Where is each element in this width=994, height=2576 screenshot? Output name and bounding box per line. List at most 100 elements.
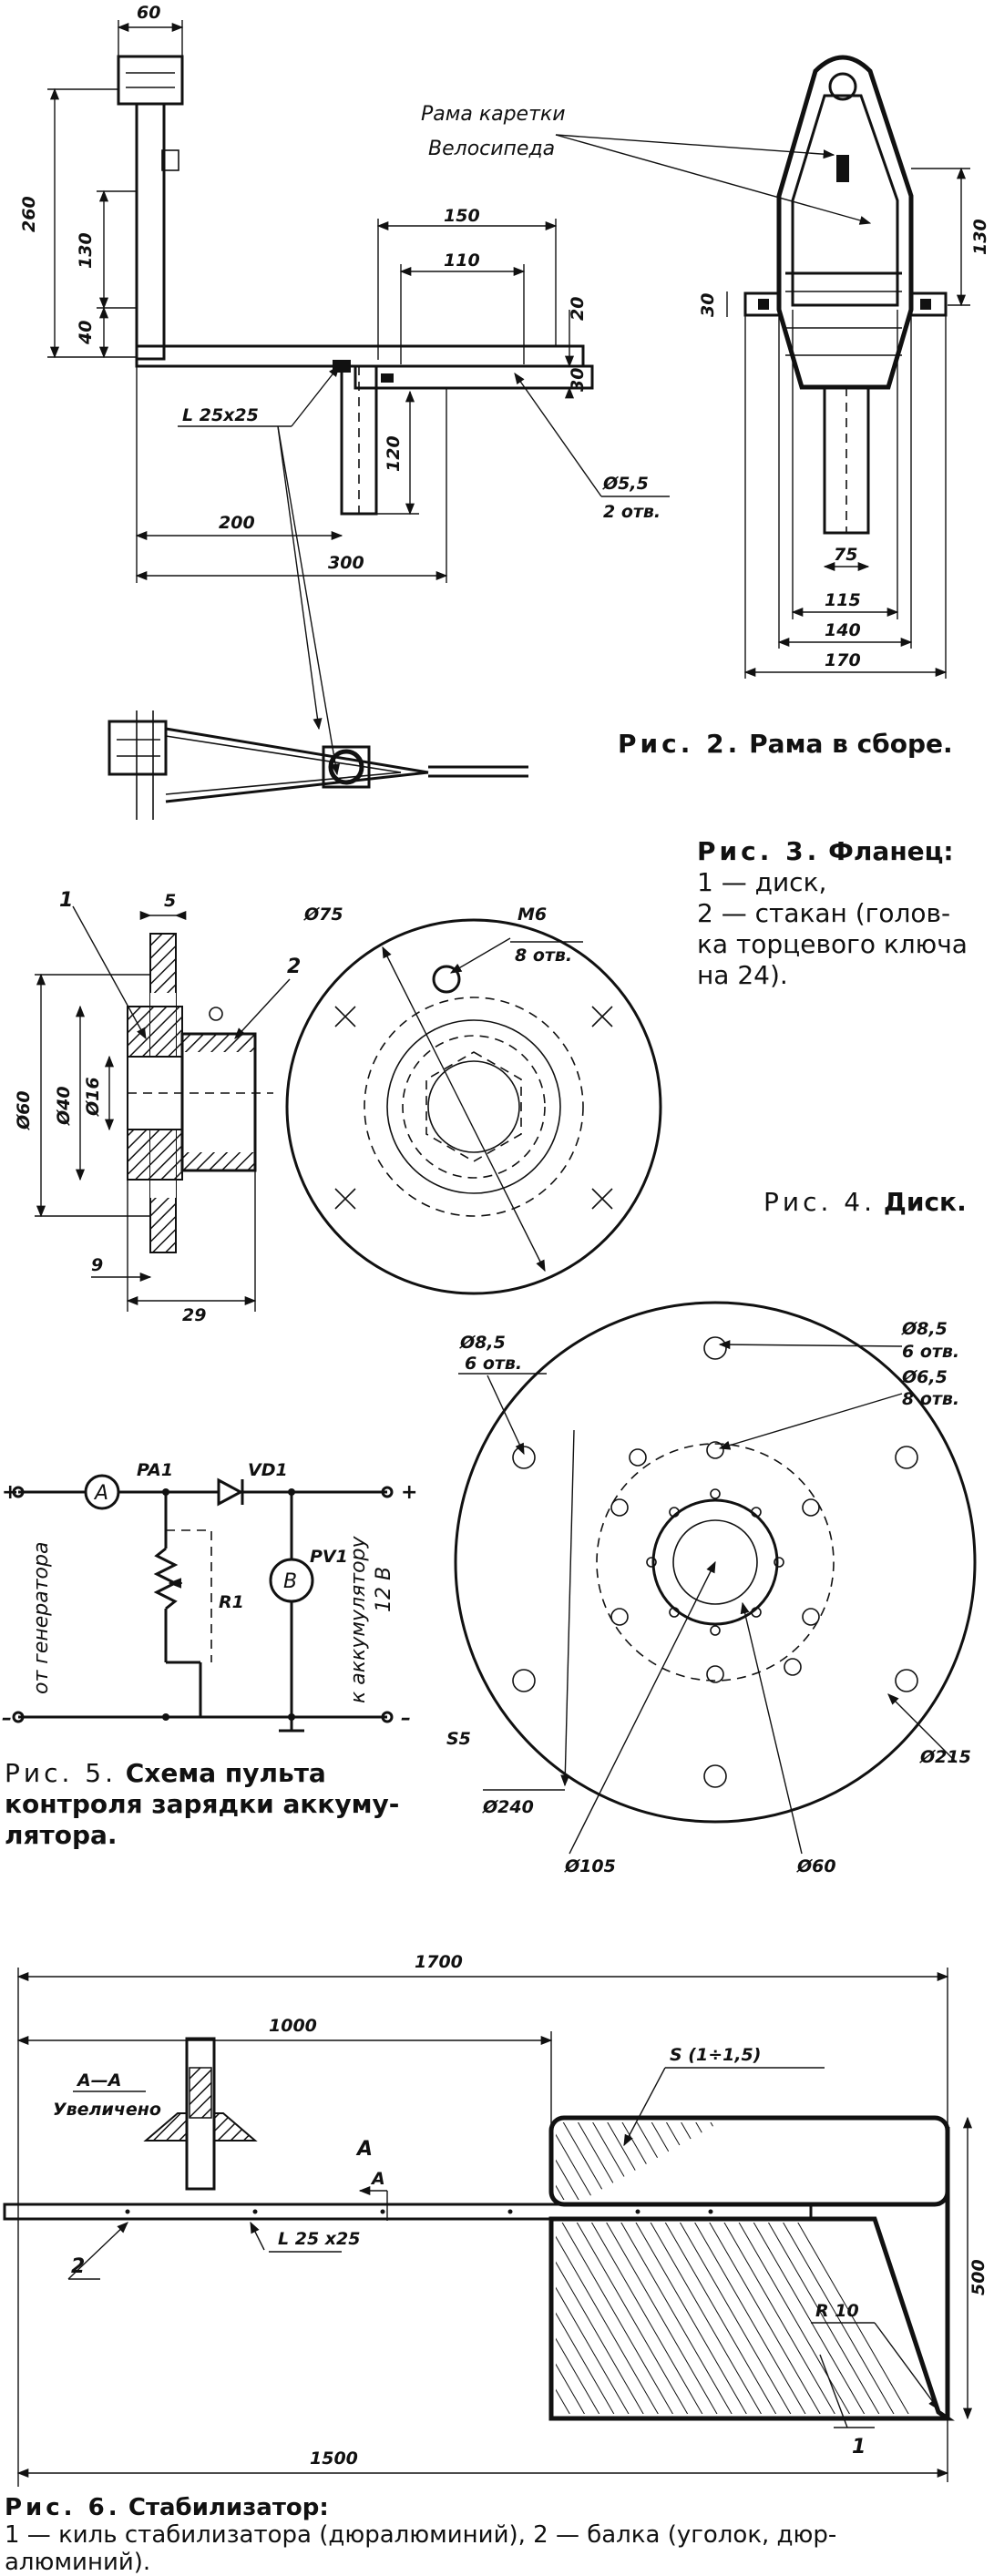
fig2-dim-300: 300 bbox=[328, 553, 364, 573]
fig3-dim-9: 9 bbox=[91, 1255, 103, 1275]
fig2-front-dim-170: 170 bbox=[825, 650, 861, 670]
fig5-pv1: PV1 bbox=[310, 1547, 348, 1567]
fig5-minus-left: – bbox=[2, 1707, 12, 1730]
fig3-dim-d75: Ø75 bbox=[303, 905, 343, 925]
fig3-caption-line: ка торцевого ключа bbox=[697, 929, 968, 959]
fig3-part-1: 1 bbox=[59, 889, 73, 912]
fig6-angle: L 25 x25 bbox=[278, 2229, 360, 2249]
fig2-angle-label: L 25x25 bbox=[182, 405, 259, 425]
fig2-top-block bbox=[117, 55, 184, 106]
fig2-dim-holes: 2 отв. bbox=[603, 502, 661, 522]
fig4-dim-s5: S5 bbox=[446, 1729, 471, 1749]
fig6-caption: Рис. 6. Стабилизатор: 1 — киль стабилиза… bbox=[5, 2494, 989, 2576]
fig2-frame-outline bbox=[776, 55, 914, 390]
fig6-fin-lower bbox=[548, 2216, 955, 2421]
fig5-plus-left: + bbox=[2, 1481, 18, 1504]
fig4-dim-d60: Ø60 bbox=[796, 1856, 836, 1876]
fig2-dim-120: 120 bbox=[384, 435, 404, 472]
fig2-top-view-block bbox=[108, 720, 168, 776]
fig3-caption-line: на 24). bbox=[697, 960, 788, 990]
fig4-dim-d65: Ø6,5 bbox=[901, 1367, 948, 1387]
fig2-dim-hole: Ø5,5 bbox=[602, 474, 649, 494]
fig2-dim-260: 260 bbox=[19, 196, 39, 232]
fig4-dim-holes6b: 6 отв. bbox=[902, 1342, 959, 1362]
fig6-a-label: A bbox=[355, 2138, 373, 2161]
fig5-pa1: PA1 bbox=[137, 1460, 173, 1480]
fig4-caption: Рис. 4. Диск. bbox=[763, 1187, 967, 1218]
fig2-front-view: 130 30 75 115 140 170 Рама каретки Велос… bbox=[421, 55, 990, 679]
fig3-dim-5: 5 bbox=[164, 891, 176, 911]
fig4-caption-prefix: Рис. 4. bbox=[763, 1187, 876, 1217]
fig2-dim-110: 110 bbox=[444, 250, 480, 271]
fig4-dim-d105: Ø105 bbox=[564, 1856, 616, 1876]
fig5-caption-line: лятора. bbox=[5, 1820, 118, 1850]
fig2-dim-20: 20 bbox=[568, 297, 588, 321]
fig6-caption-line: алюминий). bbox=[5, 2549, 151, 2576]
fig6-a-arrow-label: A bbox=[370, 2169, 385, 2189]
fig2-front-dim-140: 140 bbox=[825, 620, 861, 640]
fig6-section-label: A—A bbox=[76, 2070, 121, 2090]
fig3-caption: Рис. 3. Фланец: 1 — диск, 2 — стакан (го… bbox=[697, 836, 989, 991]
fig2-caption-prefix: Рис. 2. bbox=[618, 729, 742, 759]
fig3-dim-m6: M6 bbox=[517, 905, 547, 925]
fig5-to-battery: к аккумулятору bbox=[347, 1535, 370, 1703]
fig6-part-2: 2 bbox=[71, 2255, 85, 2278]
fig6-caption-prefix: Рис. 6. bbox=[5, 2494, 121, 2521]
fig6-stabilizer: 1700 1000 A—A Увеличено A 500 bbox=[3, 1952, 989, 2487]
fig3-caption-title: Фланец: bbox=[828, 836, 954, 866]
fig5-12v: 12 В bbox=[373, 1567, 395, 1612]
fig2-dim-130: 130 bbox=[76, 232, 96, 269]
fig3-dim-29: 29 bbox=[182, 1305, 206, 1325]
fig4-disk-outer bbox=[454, 1301, 977, 1824]
fig4-disk: Ø8,5 6 отв. Ø8,5 6 отв. Ø6,5 8 отв. S5 Ø… bbox=[446, 1301, 977, 1876]
fig3-dim-d40: Ø40 bbox=[54, 1086, 74, 1126]
fig2-front-dim-130: 130 bbox=[970, 219, 990, 255]
fig6-enlarged-label: Увеличено bbox=[53, 2100, 161, 2120]
fig3-caption-line: 2 — стакан (голов- bbox=[697, 898, 951, 928]
fig3-part-2: 2 bbox=[287, 956, 301, 978]
fig2-dim-200: 200 bbox=[219, 513, 255, 533]
fig6-thickness: S (1÷1,5) bbox=[670, 2045, 761, 2065]
fig5-voltmeter-label: B bbox=[283, 1570, 297, 1593]
fig5-circuit: A B PA1 VD1 PV1 R1 + – + – от генератора… bbox=[2, 1460, 417, 1733]
fig5-minus-right: – bbox=[401, 1707, 411, 1730]
fig4-dim-d85a: Ø8,5 bbox=[459, 1333, 506, 1353]
fig6-dim-1700: 1700 bbox=[415, 1952, 463, 1972]
fig6-caption-title: Стабилизатор: bbox=[128, 2494, 329, 2521]
fig5-caption: Рис. 5. Схема пульта контроля зарядки ак… bbox=[5, 1758, 415, 1851]
fig3-caption-line: 1 — диск, bbox=[697, 867, 827, 897]
fig5-caption-line: Схема пульта bbox=[125, 1758, 326, 1788]
fig2-dim-150: 150 bbox=[444, 206, 480, 226]
fig6-dim-1000: 1000 bbox=[269, 2016, 317, 2036]
fig6-dim-1500: 1500 bbox=[310, 2448, 358, 2469]
fig2-front-dim-30: 30 bbox=[698, 293, 718, 317]
fig6-dim-500: 500 bbox=[968, 2259, 989, 2295]
fig5-from-generator: от генератора bbox=[30, 1542, 53, 1694]
fig6-part-1: 1 bbox=[852, 2436, 866, 2458]
fig3-dim-d60: Ø60 bbox=[14, 1090, 34, 1130]
fig2-bushing bbox=[828, 72, 857, 101]
fig2-caption-text: Рама в сборе. bbox=[749, 729, 953, 759]
fig3-cup bbox=[180, 1032, 257, 1172]
fig5-caption-line: контроля зарядки аккуму- bbox=[5, 1789, 400, 1819]
fig2-top-view bbox=[108, 710, 528, 820]
fig4-dim-d85b: Ø8,5 bbox=[901, 1319, 948, 1339]
fig6-radius: R 10 bbox=[815, 2301, 859, 2321]
fig4-caption-text: Диск. bbox=[883, 1187, 967, 1217]
fig4-dim-d240: Ø240 bbox=[482, 1797, 534, 1817]
fig2-dim-40: 40 bbox=[76, 321, 96, 345]
fig2-frame-label-line1: Рама каретки bbox=[421, 103, 566, 126]
fig5-resistor bbox=[153, 1547, 179, 1610]
fig3-flange-section: Ø60 Ø40 Ø16 5 9 29 1 2 bbox=[14, 889, 301, 1325]
fig5-plus-right: + bbox=[401, 1481, 417, 1504]
fig5-r1: R1 bbox=[219, 1592, 244, 1612]
fig4-dim-holes6a: 6 отв. bbox=[465, 1354, 522, 1374]
fig5-diode bbox=[217, 1477, 244, 1507]
fig4-dim-holes8: 8 отв. bbox=[902, 1389, 959, 1409]
fig2-caption: Рис. 2. Рама в сборе. bbox=[618, 729, 953, 760]
fig2-front-dim-115: 115 bbox=[825, 590, 861, 610]
fig5-ammeter-label: A bbox=[93, 1482, 108, 1505]
fig4-dim-d215: Ø215 bbox=[919, 1747, 971, 1767]
fig6-beam bbox=[3, 2203, 813, 2221]
